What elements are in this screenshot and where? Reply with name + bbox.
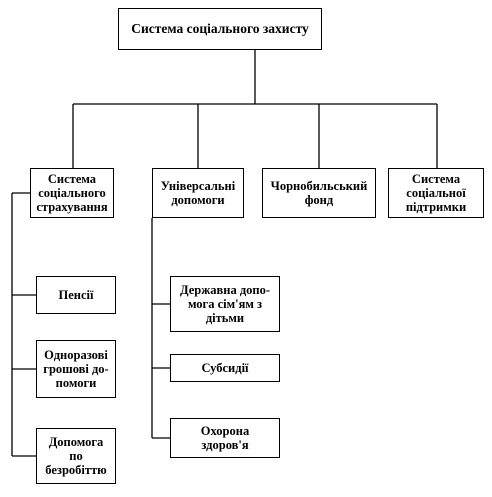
node-family-child-aid: Державна допо- мога сім'ям з дітьми	[170, 276, 280, 332]
node-lump-sum-payments: Одноразові грошові до- помоги	[36, 340, 116, 398]
node-healthcare: Охорона здоров'я	[170, 418, 280, 458]
node-label: Система соціального страхування	[36, 172, 108, 214]
node-social-insurance-system: Система соціального страхування	[30, 168, 114, 218]
root-node-label: Система соціального захисту	[131, 21, 309, 36]
node-label: Універсальні допомоги	[160, 179, 236, 207]
node-pensions: Пенсії	[36, 276, 116, 314]
node-label: Охорона здоров'я	[200, 424, 250, 452]
node-label: Одноразові грошові до- помоги	[43, 348, 109, 390]
root-node-social-protection-system: Система соціального захисту	[118, 8, 322, 50]
node-label: Державна допо- мога сім'ям з дітьми	[179, 283, 271, 325]
node-chornobyl-fund: Чорнобильський фонд	[262, 168, 376, 218]
node-universal-benefits: Універсальні допомоги	[152, 168, 244, 218]
node-subsidies: Субсидії	[170, 354, 280, 382]
node-label: Пенсії	[58, 288, 94, 302]
node-label: Субсидії	[201, 361, 249, 375]
node-label: Чорнобильський фонд	[270, 179, 368, 207]
node-social-support-system: Система соціальної підтримки	[388, 168, 484, 218]
node-label: Допомога по безробіттю	[45, 435, 107, 477]
node-label: Система соціальної підтримки	[405, 172, 467, 214]
node-unemployment-benefit: Допомога по безробіттю	[36, 428, 116, 484]
